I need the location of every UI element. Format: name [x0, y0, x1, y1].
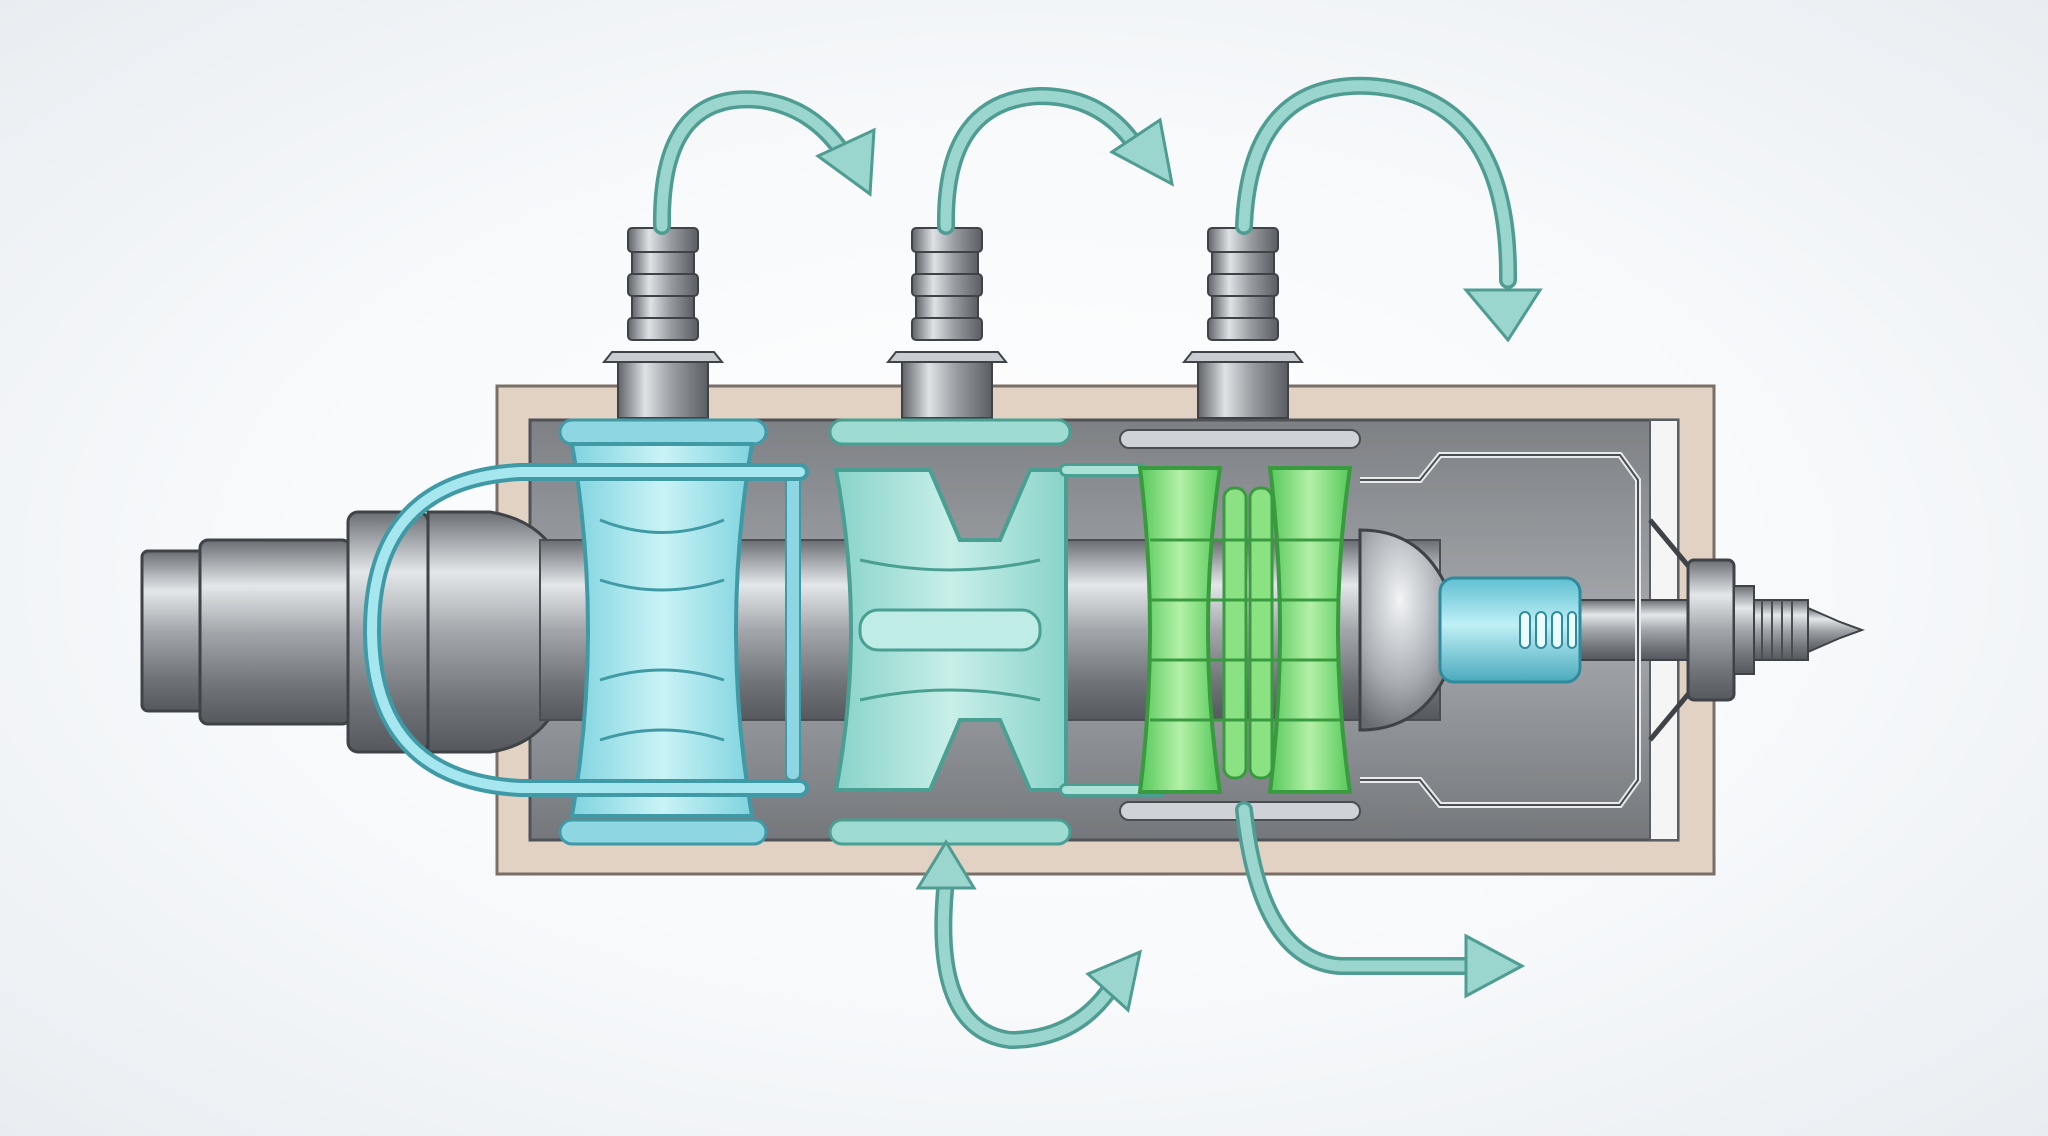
chamber-2 [828, 418, 1072, 846]
top-port-1 [601, 227, 725, 419]
output-nozzle [1686, 558, 1865, 702]
top-port-2 [885, 227, 1009, 419]
chamber-1 [558, 418, 801, 846]
chamber-3 [1119, 429, 1361, 821]
flow-arrows [652, 76, 1543, 1050]
nozzle-sleeve [1438, 576, 1582, 684]
top-port-3 [1181, 227, 1305, 419]
input-shaft [140, 510, 562, 754]
